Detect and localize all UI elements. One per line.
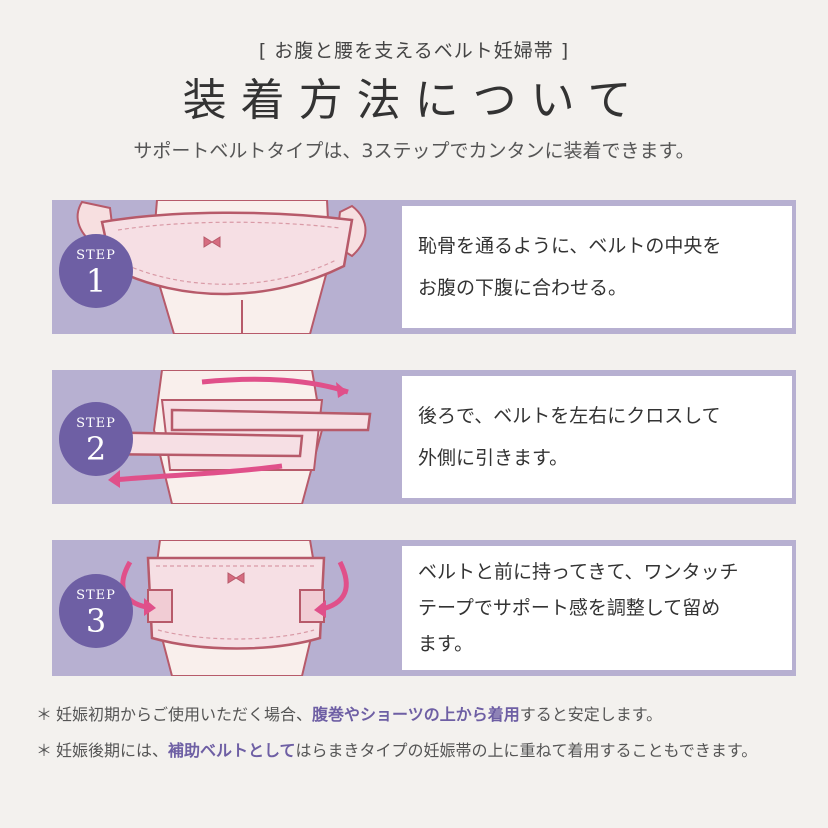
note-mark: ＊ [36, 741, 53, 760]
note-item: ＊妊娠後期には、補助ベルトとしてはらまきタイプの妊娠帯の上に重ねて着用することも… [36, 738, 806, 764]
step-3-panel: STEP 3 ベルトと前に持ってきて、ワンタッチ テープでサポート感を調整して留… [52, 540, 796, 676]
step-2-badge: STEP 2 [59, 402, 133, 476]
note-text: 妊娠後期には、 [56, 741, 169, 760]
step-2-text-line: 外側に引きます。 [418, 447, 569, 469]
step-1-badge: STEP 1 [59, 234, 133, 308]
step-2-panel: STEP 2 後ろで、ベルトを左右にクロスして 外側に引きます。 [52, 370, 796, 504]
step-3-number: 3 [85, 602, 107, 640]
step-2-label: STEP [76, 416, 116, 431]
step-2-illustration [52, 370, 382, 504]
step-1-number: 1 [85, 262, 107, 300]
note-text: はらまきタイプの妊娠帯の上に重ねて着用することもできます。 [295, 741, 758, 760]
step-1-panel: STEP 1 恥骨を通るように、ベルトの中央を お腹の下腹に合わせる。 [52, 200, 796, 334]
step-3-text-line: テープでサポート感を調整して留め [418, 597, 721, 619]
step-3-text-line: ます。 [418, 633, 474, 655]
note-emphasis: 補助ベルトとして [168, 741, 296, 760]
step-3-label: STEP [76, 588, 116, 603]
step-2-text: 後ろで、ベルトを左右にクロスして 外側に引きます。 [418, 395, 721, 479]
step-1-text-line: お腹の下腹に合わせる。 [418, 277, 628, 299]
step-2-text-box: 後ろで、ベルトを左右にクロスして 外側に引きます。 [402, 376, 792, 498]
step-1-label: STEP [76, 248, 116, 263]
step-3-text: ベルトと前に持ってきて、ワンタッチ テープでサポート感を調整して留め ます。 [418, 554, 739, 662]
page-lead: サポートベルトタイプは、3ステップでカンタンに装着できます。 [133, 140, 695, 162]
step-3-text-line: ベルトと前に持ってきて、ワンタッチ [418, 561, 739, 583]
step-1-text-box: 恥骨を通るように、ベルトの中央を お腹の下腹に合わせる。 [402, 206, 792, 328]
note-text: 妊娠初期からご使用いただく場合、 [56, 705, 313, 724]
step-3-illustration [52, 540, 382, 676]
note-item: ＊妊娠初期からご使用いただく場合、腹巻やショーツの上から着用すると安定します。 [36, 702, 806, 728]
note-emphasis: 腹巻やショーツの上から着用 [312, 705, 520, 724]
note-text: すると安定します。 [519, 705, 663, 724]
notes: ＊妊娠初期からご使用いただく場合、腹巻やショーツの上から着用すると安定します。 … [36, 702, 806, 764]
step-1-illustration [52, 200, 382, 334]
step-2-text-line: 後ろで、ベルトを左右にクロスして [418, 405, 721, 427]
step-3-text-box: ベルトと前に持ってきて、ワンタッチ テープでサポート感を調整して留め ます。 [402, 546, 792, 670]
step-3-badge: STEP 3 [59, 574, 133, 648]
step-1-text: 恥骨を通るように、ベルトの中央を お腹の下腹に合わせる。 [418, 225, 721, 309]
page-subtitle: [ お腹と腰を支えるベルト妊婦帯 ] [258, 40, 570, 62]
page-title: 装着方法について [182, 75, 646, 126]
step-1-text-line: 恥骨を通るように、ベルトの中央を [418, 235, 722, 257]
step-2-number: 2 [85, 430, 107, 468]
note-mark: ＊ [36, 705, 53, 724]
